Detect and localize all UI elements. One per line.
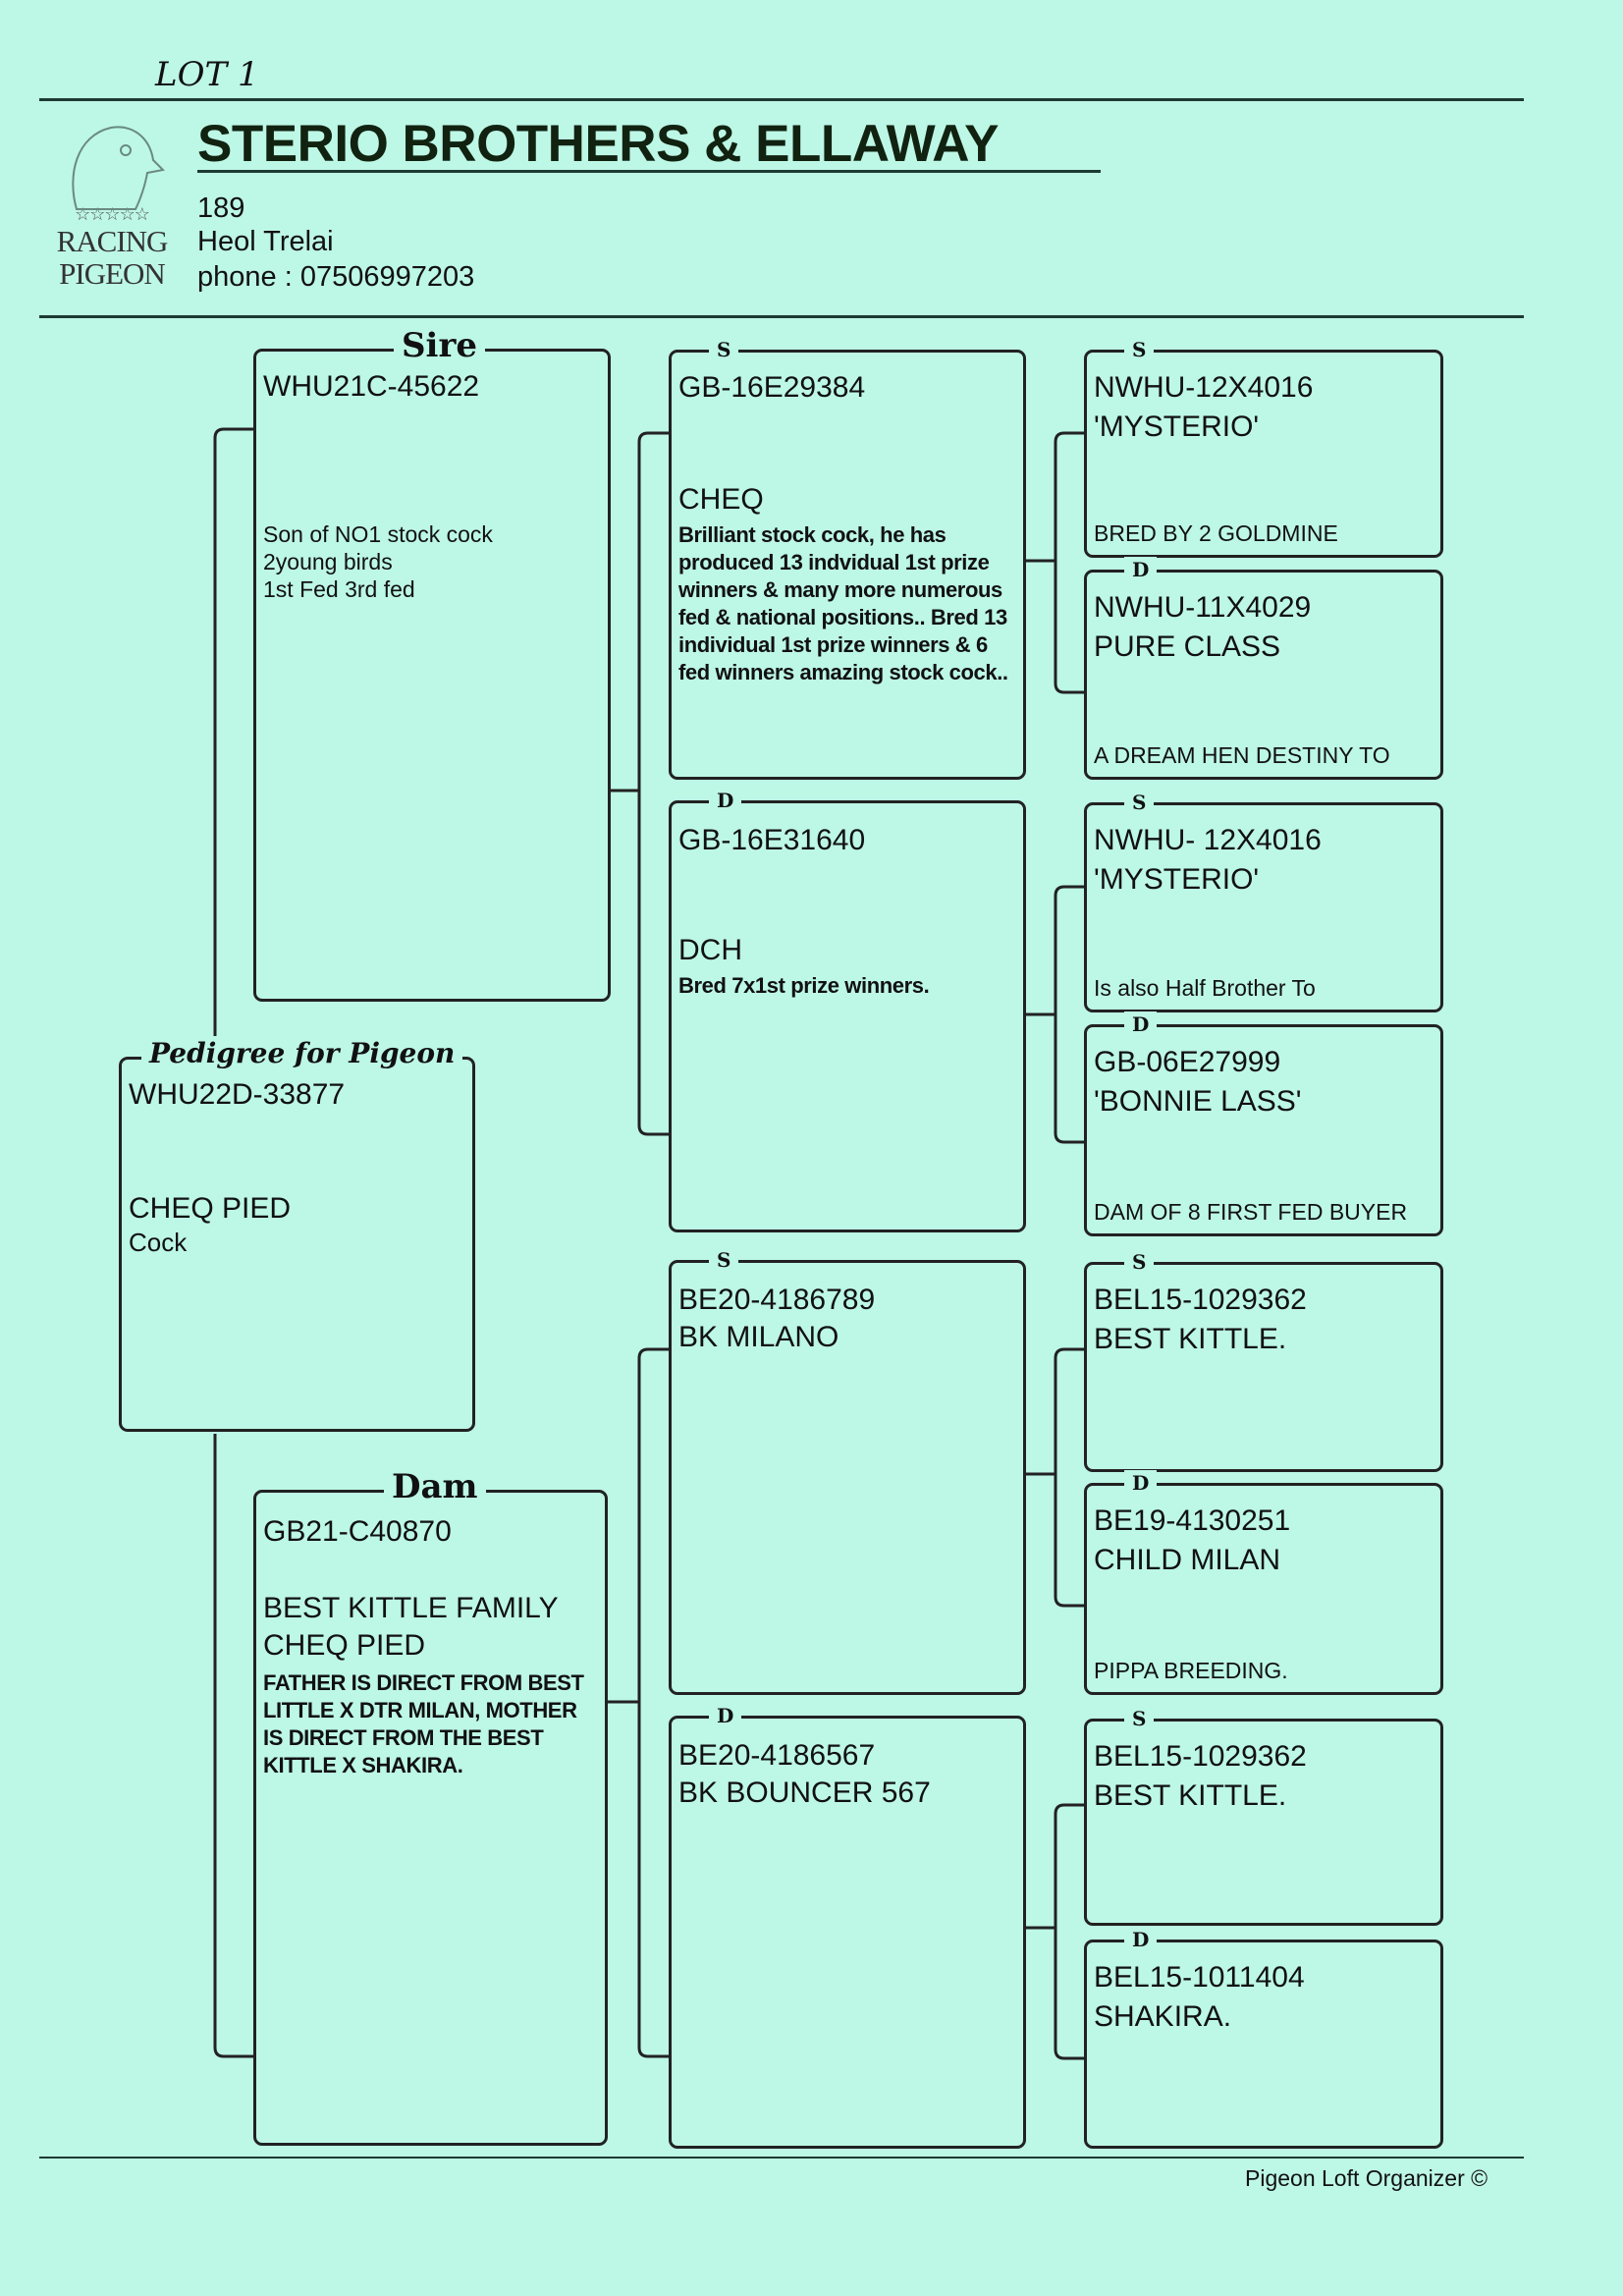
gen3-card-5[interactable]: S BEL15-1029362 BEST KITTLE. xyxy=(1084,1249,1443,1472)
pigeon-ring: WHU22D-33877 xyxy=(129,1078,346,1111)
sire-note-2: 2young birds xyxy=(263,549,393,574)
gen3-ring: BE19-4130251 xyxy=(1094,1504,1291,1537)
handwritten-lot-annotation: LOT 1 xyxy=(155,55,259,94)
sire-sire-label: S xyxy=(709,337,739,362)
gen3-ring: BEL15-1029362 xyxy=(1094,1284,1307,1316)
dam-dam-card[interactable]: D BE20-4186567 BK BOUNCER 567 xyxy=(669,1703,1026,2149)
sire-note-3: 1st Fed 3rd fed xyxy=(263,576,415,602)
sire-note-1: Son of NO1 stock cock xyxy=(263,521,493,547)
phone-number: phone : 07506997203 xyxy=(197,261,475,293)
gen3-label: D xyxy=(1124,1470,1158,1496)
gen3-name: 'MYSTERIO' xyxy=(1094,863,1260,896)
gen3-label: D xyxy=(1124,1011,1158,1037)
sire-sire-card[interactable]: S GB-16E29384 CHEQ Brilliant stock cock,… xyxy=(669,337,1026,780)
gen3-name: 'BONNIE LASS' xyxy=(1094,1085,1302,1118)
sire-sire-ring: GB-16E29384 xyxy=(678,371,866,404)
address-line-1: 189 xyxy=(197,192,245,224)
connector-sd-parents xyxy=(1026,885,1084,1144)
sire-dam-name: DCH xyxy=(678,934,742,966)
dam-name: BEST KITTLE FAMILY xyxy=(263,1592,559,1624)
gen3-card-7[interactable]: S BEL15-1029362 BEST KITTLE. xyxy=(1084,1706,1443,1926)
gen3-label: S xyxy=(1124,790,1155,815)
address-line-2: Heol Trelai xyxy=(197,226,334,257)
pigeon-card[interactable]: Pedigree for Pigeon WHU22D-33877 CHEQ PI… xyxy=(119,1036,475,1432)
connector-pigeon-dam xyxy=(213,1434,253,2058)
gen3-name: SHAKIRA. xyxy=(1094,2000,1232,2033)
gen3-card-8[interactable]: D BEL15-1011404 SHAKIRA. xyxy=(1084,1927,1443,2149)
dam-card[interactable]: Dam GB21-C40870 BEST KITTLE FAMILY CHEQ … xyxy=(253,1469,608,2146)
gen3-name: CHILD MILAN xyxy=(1094,1544,1281,1576)
header-top-rule xyxy=(39,98,1524,101)
dam-sire-card[interactable]: S BE20-4186789 BK MILANO xyxy=(669,1247,1026,1695)
title-underline xyxy=(197,170,1101,173)
dam-dam-name: BK BOUNCER 567 xyxy=(678,1777,931,1809)
dam-dam-label: D xyxy=(709,1703,742,1728)
gen3-label: S xyxy=(1124,1249,1155,1275)
gen3-ring: GB-06E27999 xyxy=(1094,1046,1281,1078)
loft-title: STERIO BROTHERS & ELLAWAY xyxy=(197,115,999,173)
gen3-name: PURE CLASS xyxy=(1094,630,1281,663)
dam-color: CHEQ PIED xyxy=(263,1629,426,1662)
pigeon-card-label: Pedigree for Pigeon xyxy=(141,1036,463,1071)
sire-dam-label: D xyxy=(709,788,742,813)
gen3-label: S xyxy=(1124,1706,1155,1731)
gen3-card-3[interactable]: S NWHU- 12X4016 'MYSTERIO' Is also Half … xyxy=(1084,790,1443,1012)
gen3-note: Is also Half Brother To xyxy=(1094,975,1316,1001)
gen3-note: A DREAM HEN DESTINY TO xyxy=(1094,742,1390,768)
gen3-note: DAM OF 8 FIRST FED BUYER xyxy=(1094,1199,1408,1225)
pigeon-sex: Cock xyxy=(129,1228,188,1257)
sire-card[interactable]: Sire WHU21C-45622 Son of NO1 stock cock … xyxy=(253,328,611,1002)
gen3-name: BEST KITTLE. xyxy=(1094,1779,1287,1812)
connector-pigeon-sire xyxy=(213,427,253,1054)
dam-ring: GB21-C40870 xyxy=(263,1515,452,1548)
sire-dam-ring: GB-16E31640 xyxy=(678,824,866,856)
pigeon-head-icon xyxy=(72,126,165,210)
header-bottom-rule xyxy=(39,315,1524,318)
dam-dam-ring: BE20-4186567 xyxy=(678,1739,876,1772)
sire-dam-card[interactable]: D GB-16E31640 DCH Bred 7x1st prize winne… xyxy=(669,788,1026,1232)
sire-sire-name: CHEQ xyxy=(678,483,764,516)
dam-notes: FATHER IS DIRECT FROM BEST LITTLE X DTR … xyxy=(263,1670,584,1777)
gen3-ring: BEL15-1011404 xyxy=(1094,1961,1305,1994)
dam-sire-ring: BE20-4186789 xyxy=(678,1284,876,1316)
connector-sire-parents xyxy=(611,431,669,1136)
pigeon-color: CHEQ PIED xyxy=(129,1192,292,1225)
gen3-card-4[interactable]: D GB-06E27999 'BONNIE LASS' DAM OF 8 FIR… xyxy=(1084,1011,1443,1236)
gen3-card-1[interactable]: S NWHU-12X4016 'MYSTERIO' BRED BY 2 GOLD… xyxy=(1084,337,1443,558)
sire-label: Sire xyxy=(394,328,486,363)
connector-dam-parents xyxy=(608,1347,669,2058)
footer-credit: Pigeon Loft Organizer © xyxy=(1245,2165,1488,2191)
gen3-ring: BEL15-1029362 xyxy=(1094,1740,1307,1773)
gen3-ring: NWHU-11X4029 xyxy=(1094,591,1312,624)
gen3-ring: NWHU-12X4016 xyxy=(1094,371,1314,404)
connector-dd-parents xyxy=(1026,1803,1084,2060)
gen3-label: D xyxy=(1124,1927,1158,1952)
footer-rule xyxy=(39,2157,1524,2159)
gen3-name: BEST KITTLE. xyxy=(1094,1323,1287,1355)
gen3-label: D xyxy=(1124,557,1158,582)
sire-ring: WHU21C-45622 xyxy=(263,370,480,403)
logo-text-pigeon: PIGEON xyxy=(59,256,166,291)
sire-dam-notes: Bred 7x1st prize winners. xyxy=(678,973,930,998)
racing-pigeon-logo: ☆☆☆☆☆ RACING PIGEON xyxy=(43,116,181,297)
sire-sire-notes: Brilliant stock cock, he has produced 13… xyxy=(678,522,1008,684)
gen3-note: BRED BY 2 GOLDMINE xyxy=(1094,520,1338,546)
dam-sire-name: BK MILANO xyxy=(678,1321,839,1353)
connector-ss-parents xyxy=(1026,431,1084,694)
logo-text-racing: RACING xyxy=(56,224,169,258)
gen3-card-6[interactable]: D BE19-4130251 CHILD MILAN PIPPA BREEDIN… xyxy=(1084,1470,1443,1695)
gen3-label: S xyxy=(1124,337,1155,362)
gen3-card-2[interactable]: D NWHU-11X4029 PURE CLASS A DREAM HEN DE… xyxy=(1084,557,1443,780)
dam-sire-label: S xyxy=(709,1247,739,1273)
gen3-name: 'MYSTERIO' xyxy=(1094,410,1260,443)
gen3-note: PIPPA BREEDING. xyxy=(1094,1658,1288,1683)
dam-label: Dam xyxy=(384,1469,486,1504)
connector-ds-parents xyxy=(1026,1347,1084,1608)
gen3-ring: NWHU- 12X4016 xyxy=(1094,824,1322,856)
